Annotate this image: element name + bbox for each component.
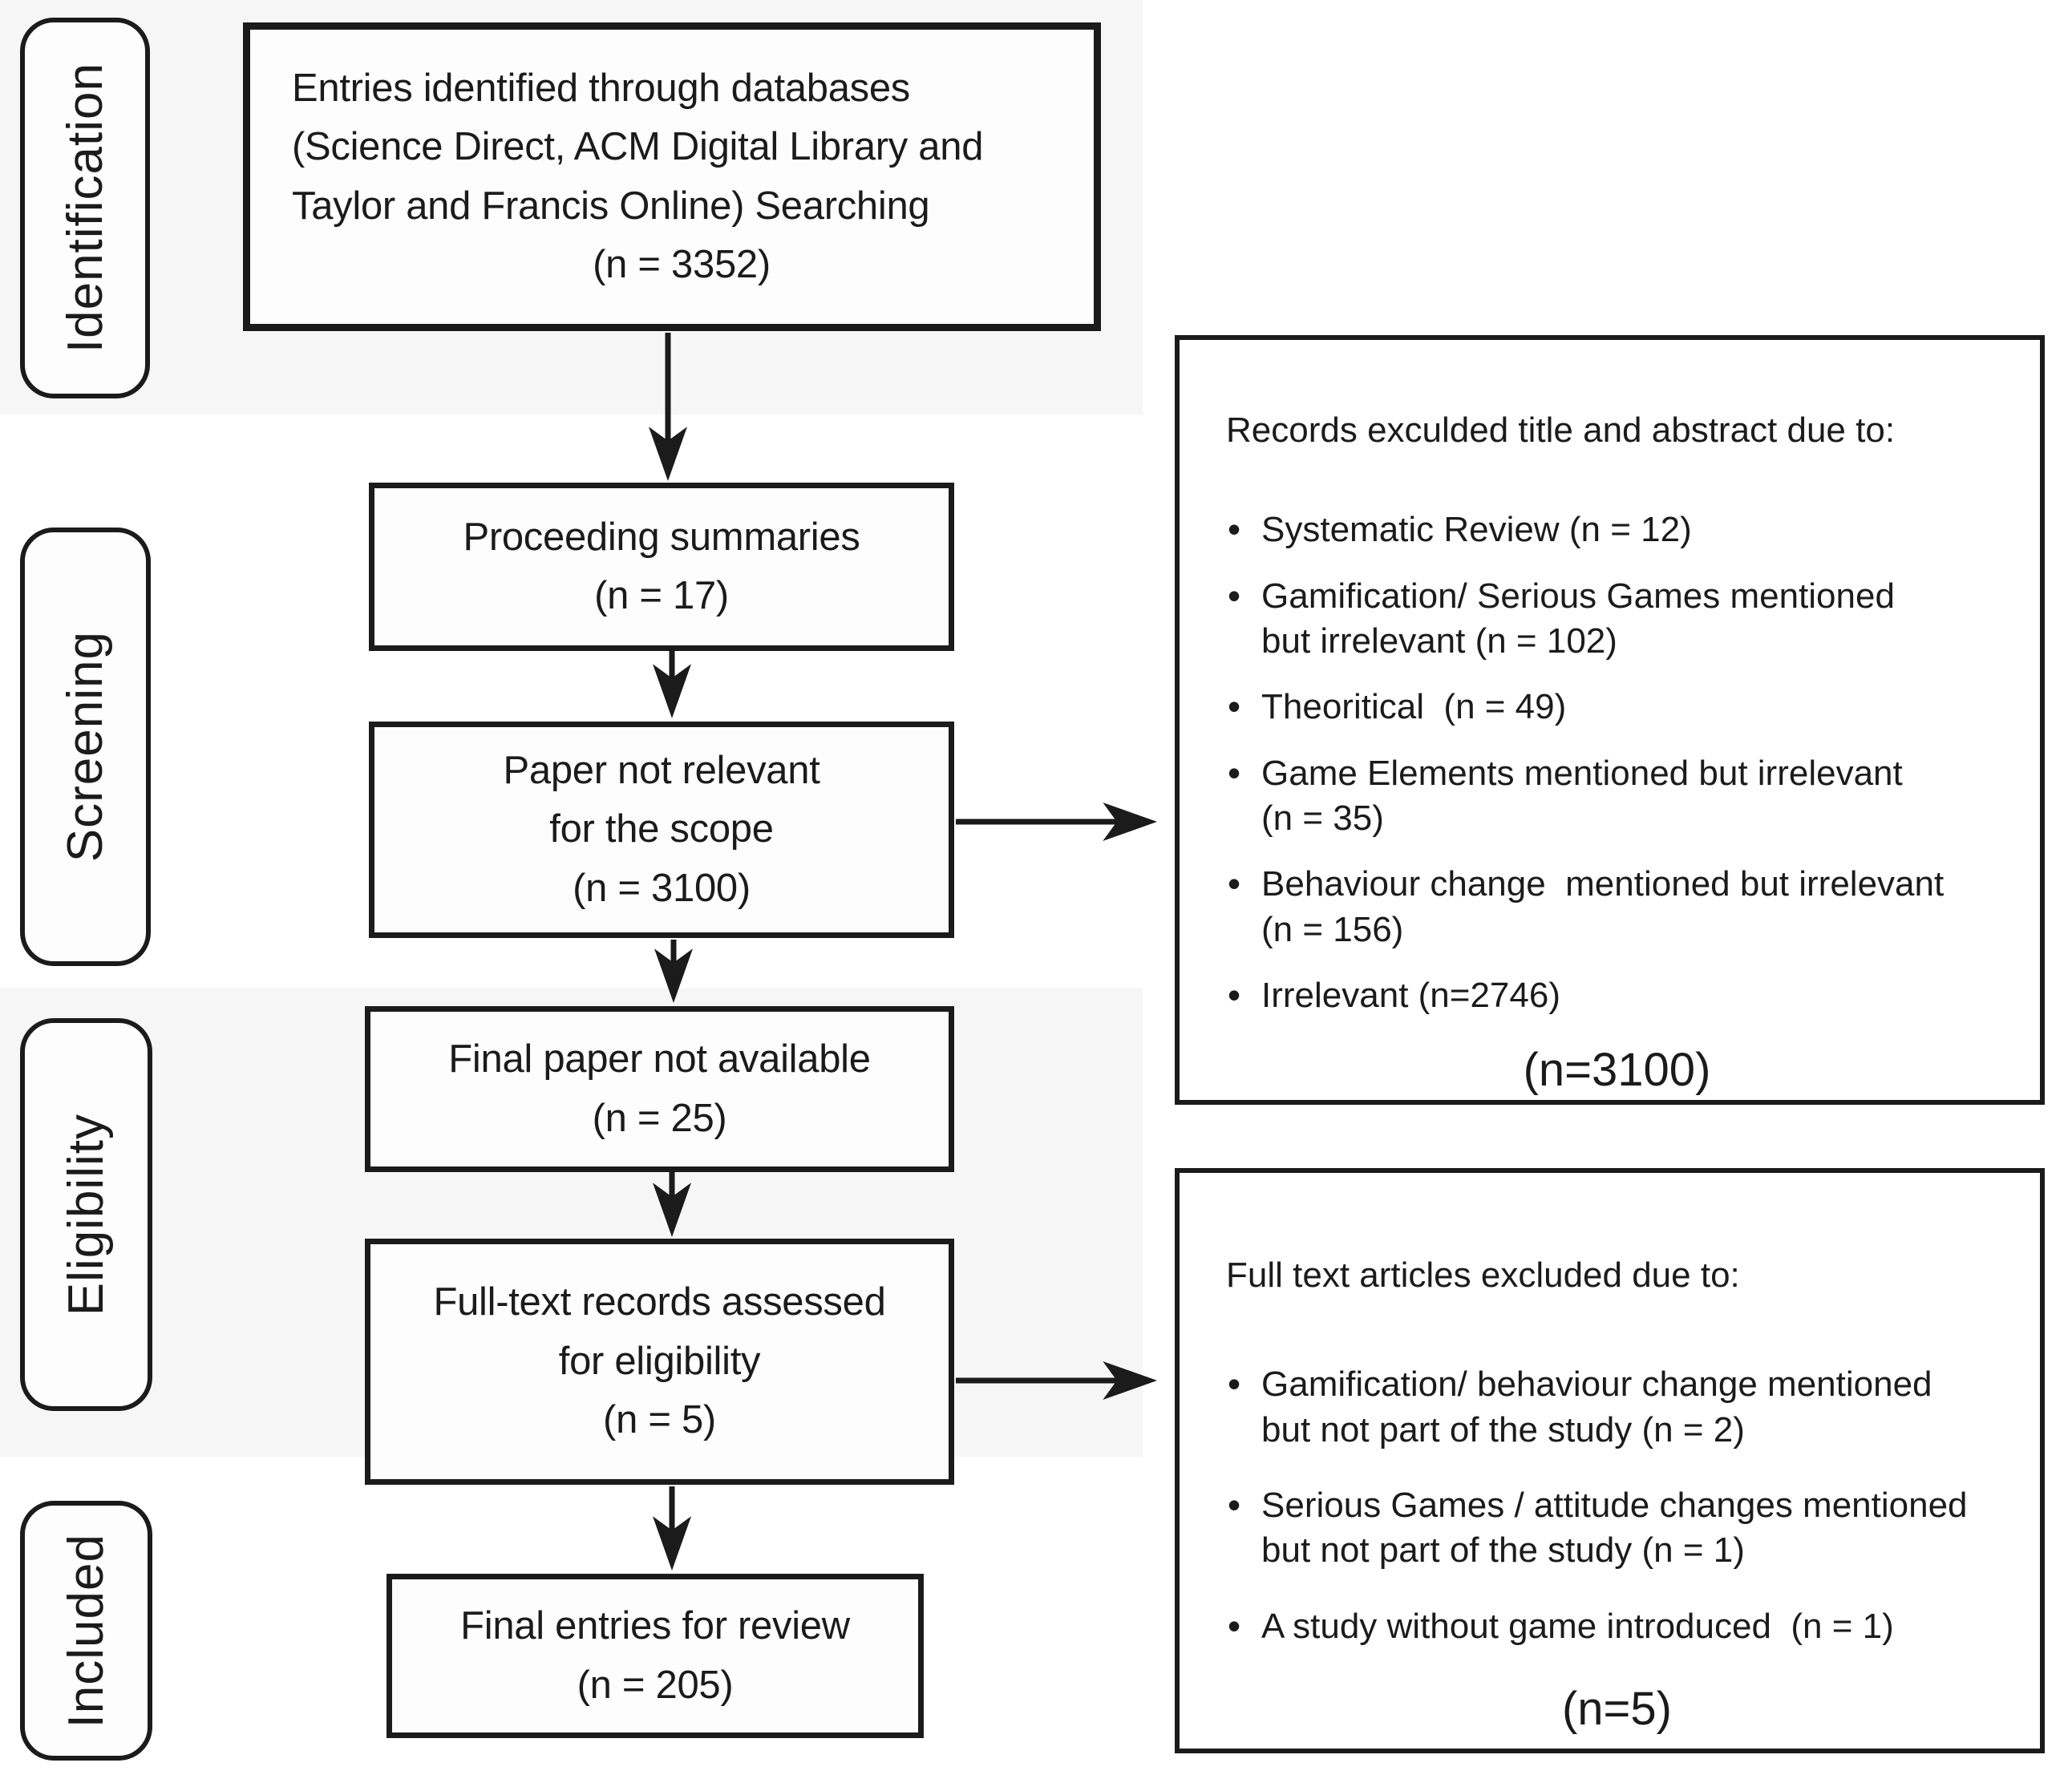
exclusion-total: (n=5) [1561, 1682, 1672, 1735]
exclusion-item-text: but not part of the study (n = 1) [1261, 1530, 1745, 1571]
exclusion-item-text: (n = 156) [1261, 909, 1404, 949]
flow-box-proceeding-summaries: Proceeding summaries (n = 17) [369, 483, 954, 651]
exclusion-item-text: Behaviour change mentioned but irrelevan… [1261, 864, 1945, 904]
exclusion-item-text: but not part of the study (n = 2) [1261, 1409, 1745, 1449]
flow-box-line: Final entries for review [460, 1604, 850, 1648]
exclusion-list: Systematic Review (n = 12) Gamification/… [1226, 506, 2008, 1019]
exclusion-item: Theoritical (n = 49) [1226, 683, 2008, 730]
flow-box-fulltext-assessed: Full-text records assessed for eligibili… [365, 1239, 954, 1485]
arrow-down-fulltext-to-final-entries [652, 1486, 692, 1571]
exclusion-item-text: Game Elements mentioned but irrelevant [1261, 753, 1903, 793]
arrow-down-proceeding-to-not-relevant [652, 651, 692, 718]
exclusion-item: Gamification/ behaviour change mentioned… [1226, 1360, 2008, 1453]
flow-box-line: for eligibility [558, 1339, 761, 1383]
exclusion-item-text: A study without game introduced (n = 1) [1261, 1606, 1894, 1646]
exclusion-item: A study without game introduced (n = 1) [1226, 1603, 2008, 1650]
exclusion-total: (n=3100) [1523, 1044, 1711, 1097]
stage-included: Included [20, 1501, 152, 1761]
flow-box-count: (n = 5) [603, 1398, 716, 1442]
exclusion-item-text: (n = 35) [1261, 798, 1384, 838]
exclusion-box-fulltext: Full text articles excluded due to: Gami… [1175, 1168, 2045, 1753]
exclusion-item: Gamification/ Serious Games mentioned bu… [1226, 572, 2008, 665]
stage-identification: Identification [20, 18, 150, 398]
flow-box-final-paper-not-available: Final paper not available (n = 25) [365, 1006, 954, 1172]
exclusion-item-text: but irrelevant (n = 102) [1261, 621, 1617, 661]
flow-box-line: Taylor and Francis Online) Searching [292, 184, 930, 228]
exclusion-box-records: Records exculded title and abstract due … [1175, 335, 2045, 1105]
exclusion-box-title: Records exculded title and abstract due … [1226, 410, 1896, 450]
flow-box-line: Proceeding summaries [463, 515, 860, 559]
stage-screening-label: Screening [58, 631, 113, 863]
exclusion-box-title: Full text articles excluded due to: [1226, 1255, 1740, 1295]
exclusion-item-text: Gamification/ behaviour change mentioned [1261, 1365, 1932, 1405]
flow-box-count: (n = 17) [594, 574, 729, 617]
exclusion-item-text: Theoritical (n = 49) [1261, 687, 1567, 727]
exclusion-item: Behaviour change mentioned but irrelevan… [1226, 860, 2008, 952]
flow-box-line: Paper not relevant [503, 748, 820, 792]
flow-box-line: for the scope [549, 807, 774, 851]
flow-box-line: (Science Direct, ACM Digital Library and [292, 125, 984, 168]
stage-eligibility: Eligibility [20, 1018, 152, 1411]
flow-box-final-entries: Final entries for review (n = 205) [386, 1574, 924, 1738]
exclusion-list: Gamification/ behaviour change mentioned… [1226, 1360, 2008, 1650]
stage-screening: Screening [20, 528, 151, 966]
stage-identification-label: Identification [57, 63, 113, 354]
exclusion-item-text: Serious Games / attitude changes mention… [1261, 1485, 1968, 1525]
exclusion-item-text: Systematic Review (n = 12) [1261, 510, 1692, 550]
exclusion-item: Irrelevant (n=2746) [1226, 972, 2008, 1019]
flow-box-count: (n = 205) [577, 1663, 734, 1707]
flow-box-line: Entries identified through databases [292, 66, 910, 110]
flow-box-line: Final paper not available [448, 1037, 871, 1081]
exclusion-item: Game Elements mentioned but irrelevant (… [1226, 750, 2008, 842]
stage-eligibility-label: Eligibility [59, 1113, 114, 1316]
exclusion-item: Serious Games / attitude changes mention… [1226, 1482, 2008, 1574]
exclusion-item: Systematic Review (n = 12) [1226, 506, 2008, 553]
exclusion-item-text: Gamification/ Serious Games mentioned [1261, 576, 1895, 616]
flow-box-count: (n = 3352) [593, 243, 771, 286]
exclusion-item-text: Irrelevant (n=2746) [1261, 975, 1560, 1015]
flow-box-count: (n = 25) [592, 1096, 727, 1140]
flow-box-entries-identified: Entries identified through databases (Sc… [243, 22, 1101, 331]
flow-box-line: Full-text records assessed [433, 1280, 886, 1324]
flow-box-paper-not-relevant: Paper not relevant for the scope (n = 31… [369, 722, 954, 938]
arrow-right-not-relevant-to-exclusions [956, 802, 1157, 842]
stage-included-label: Included [59, 1533, 114, 1728]
flow-box-count: (n = 3100) [573, 866, 751, 910]
